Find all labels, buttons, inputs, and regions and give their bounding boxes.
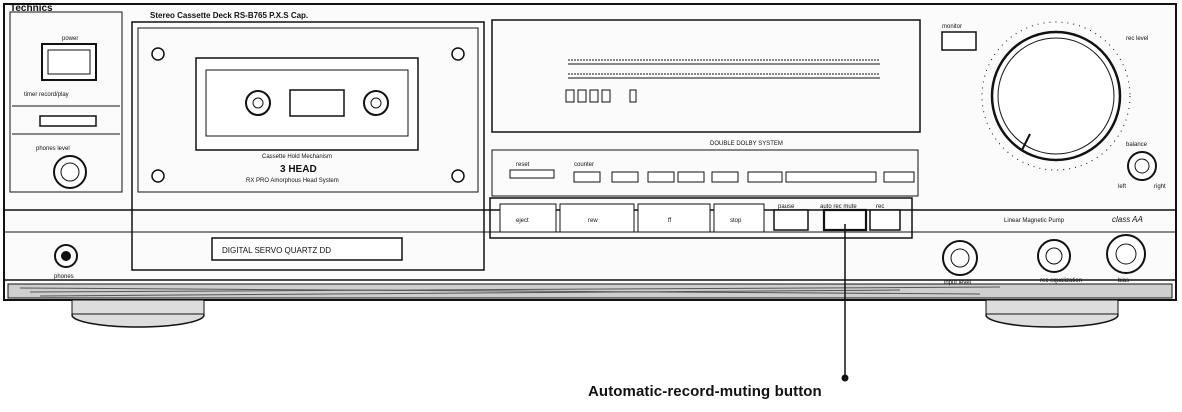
phones-label: phones xyxy=(54,274,74,280)
rew-label: rew xyxy=(588,218,598,224)
timer-switch[interactable] xyxy=(39,115,97,127)
transport-controls xyxy=(489,197,913,239)
callout-leader xyxy=(841,224,849,382)
rec-mute-label: auto rec mute xyxy=(820,204,857,210)
mode-button-row xyxy=(491,149,919,197)
pause-label: pause xyxy=(778,204,795,210)
rec-level-label: rec level xyxy=(1126,36,1148,42)
counter-label: counter xyxy=(574,162,594,168)
phones-level-knob[interactable] xyxy=(53,155,87,189)
rec-label: rec xyxy=(876,204,884,210)
callout-label: Automatic-record-muting button xyxy=(588,383,822,400)
ff-button[interactable] xyxy=(637,203,711,233)
reset-label: reset xyxy=(516,162,530,168)
power-button[interactable] xyxy=(41,43,97,81)
display-area xyxy=(491,19,921,133)
servo-plate xyxy=(211,237,403,261)
input-level-knob[interactable] xyxy=(942,240,978,276)
rec-level-knob[interactable] xyxy=(981,21,1131,171)
level-meter xyxy=(568,59,880,79)
balance-left-label: left xyxy=(1118,184,1126,190)
stop-button[interactable] xyxy=(713,203,765,233)
bias-label: bias xyxy=(1118,278,1129,284)
bias-knob[interactable] xyxy=(1106,234,1146,274)
power-label: power xyxy=(62,36,78,42)
counter-display xyxy=(565,89,637,103)
right-panel xyxy=(941,21,1157,276)
servo-label: DIGITAL SERVO QUARTZ DD xyxy=(222,246,331,255)
rec-equalization-label: rec equalization xyxy=(1040,278,1082,284)
chassis xyxy=(3,3,1177,301)
balance-right-label: right xyxy=(1154,184,1166,190)
eject-button[interactable] xyxy=(499,203,557,233)
laser-label: Linear Magnetic Pump xyxy=(1004,218,1065,224)
rew-button[interactable] xyxy=(559,203,635,233)
feet xyxy=(71,299,1119,328)
rec-equalization-knob[interactable] xyxy=(1037,239,1071,273)
dolby-label: DOUBLE DOLBY SYSTEM xyxy=(710,141,783,147)
class-aa-label: class AA xyxy=(1112,215,1143,224)
timer-label: timer record/play xyxy=(24,92,69,98)
model-title: Stereo Cassette Deck RS-B765 P.X.S Cap. xyxy=(150,11,308,20)
monitor-label: monitor xyxy=(942,24,962,30)
left-panel xyxy=(9,11,123,268)
phones-level-label: phones level xyxy=(36,146,70,152)
balance-label: balance xyxy=(1126,142,1148,148)
cassette-hold-label: Cassette Hold Mechanism xyxy=(262,154,332,160)
stop-label: stop xyxy=(730,218,742,224)
balance-knob[interactable] xyxy=(1127,151,1157,181)
monitor-button[interactable] xyxy=(941,31,977,51)
input-level-label: input level xyxy=(944,280,971,286)
pause-button[interactable] xyxy=(773,209,809,231)
phones-jack[interactable] xyxy=(54,244,78,268)
three-head-sub-label: RX PRO Amorphous Head System xyxy=(246,178,339,184)
rec-button[interactable] xyxy=(869,209,901,231)
three-head-label: 3 HEAD xyxy=(280,164,317,175)
cassette-compartment xyxy=(131,21,485,271)
eject-label: eject xyxy=(516,218,529,224)
ff-label: ff xyxy=(668,218,672,224)
brand-label: Technics xyxy=(10,3,53,14)
